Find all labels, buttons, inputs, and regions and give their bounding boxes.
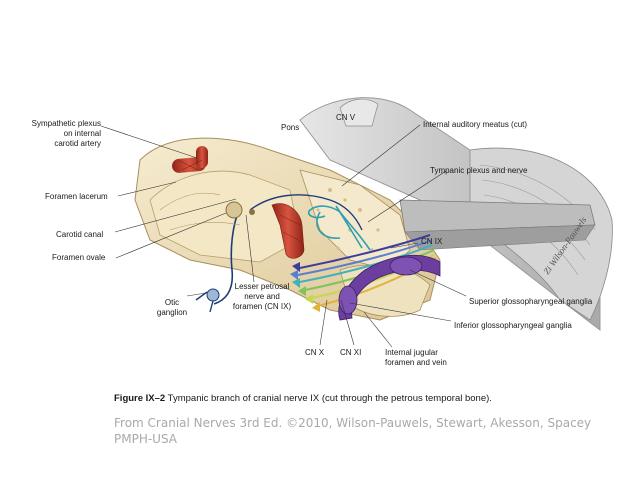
label-internal-jugular: Internal jugular foramen and vein <box>385 348 447 367</box>
label-foramen-lacerum: Foramen lacerum <box>45 192 108 201</box>
label-tympanic-plexus: Tympanic plexus and nerve <box>430 166 528 175</box>
figure-caption-text: Tympanic branch of cranial nerve IX (cut… <box>165 393 492 404</box>
leader-lines <box>100 124 467 348</box>
label-pons: Pons <box>281 123 300 132</box>
figure-caption: Figure IX–2 Tympanic branch of cranial n… <box>114 393 492 404</box>
internal-carotid-artery <box>172 146 305 259</box>
label-cn-xi: CN XI <box>340 348 362 357</box>
label-internal-auditory-meatus: Internal auditory meatus (cut) <box>423 120 528 129</box>
carotid-artery-vertical <box>196 146 208 168</box>
label-cn-ix: CN IX <box>421 237 443 246</box>
dura-shadow <box>404 224 596 251</box>
lesser-petrosal-nerve <box>213 207 241 305</box>
label-lesser-petrosal: Lesser petrosal nerve and foramen (CN IX… <box>232 282 292 311</box>
label-inferior-ganglia: Inferior glossopharyngeal ganglia <box>454 321 572 330</box>
cn-v-nerve <box>339 98 379 127</box>
skull-inner <box>149 170 301 263</box>
superior-glossopharyngeal-ganglion <box>389 256 423 276</box>
label-foramen-ovale: Foramen ovale <box>52 253 106 262</box>
label-carotid-canal: Carotid canal <box>56 230 104 239</box>
figure-number: Figure IX–2 <box>114 393 166 404</box>
label-sympathetic-plexus: Sympathetic plexus on internal carotid a… <box>31 119 101 148</box>
source-credit: From Cranial Nerves 3rd Ed. ©2010, Wilso… <box>114 416 592 446</box>
inferior-glossopharyngeal-ganglion <box>338 285 358 315</box>
label-cn-v: CN V <box>336 113 356 122</box>
otic-ganglion-node <box>206 288 220 302</box>
tympanic-nerve-dark <box>249 194 363 231</box>
label-superior-ganglia: Superior glossopharyngeal ganglia <box>469 297 593 306</box>
tympanic-plexus <box>307 205 371 251</box>
carotid-artery-canal <box>271 203 305 259</box>
foramen-ovale-opening <box>225 201 243 219</box>
lesser-petrosal-foramen <box>249 209 255 215</box>
label-otic-ganglion: Otic ganglion <box>156 298 188 317</box>
nerve-arrows <box>290 262 320 312</box>
label-cn-x: CN X <box>305 348 325 357</box>
